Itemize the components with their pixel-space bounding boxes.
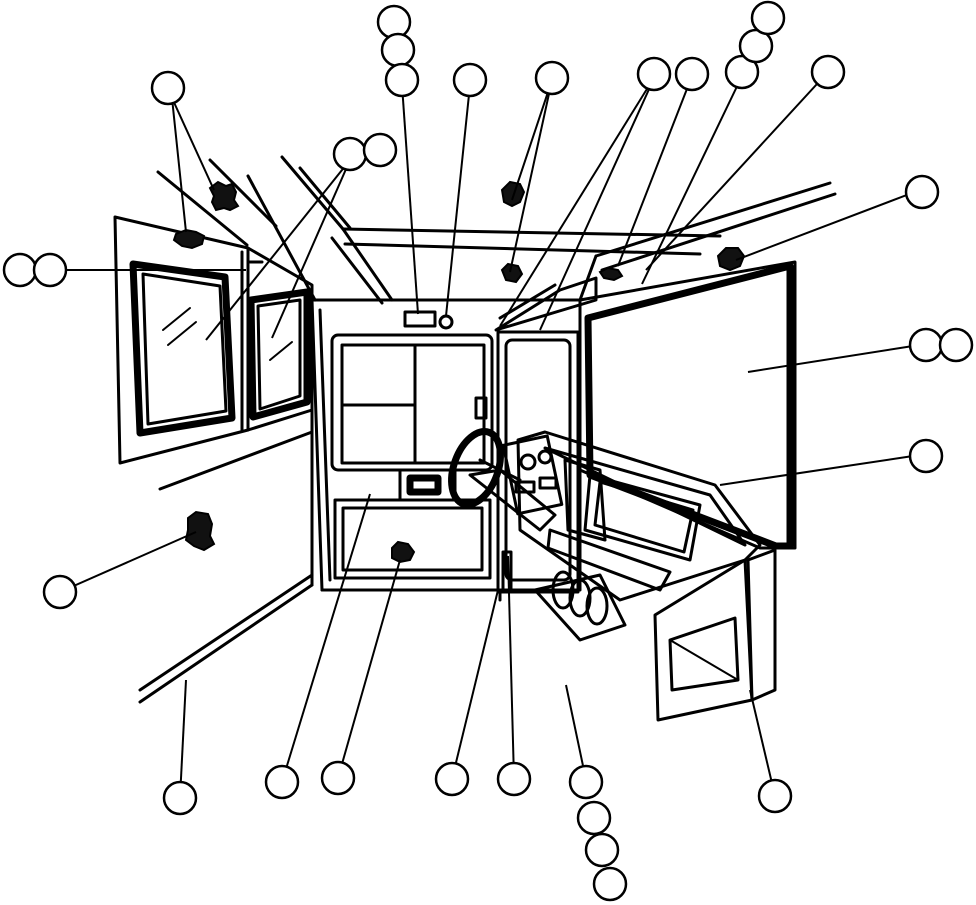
blob-mark — [391, 540, 416, 564]
callout-circle — [592, 866, 628, 902]
dashboard — [501, 430, 777, 722]
steering-wheel — [448, 428, 557, 532]
callout-circle — [32, 252, 68, 288]
callout-circle — [376, 4, 412, 40]
blob-mark — [208, 180, 240, 212]
callout-circle — [576, 800, 612, 836]
cab-ceiling — [156, 155, 837, 305]
callout-circle — [332, 136, 368, 172]
callout-circle — [320, 760, 356, 796]
callout-circle — [938, 327, 974, 363]
callout-circle — [380, 32, 416, 68]
blob-mark — [184, 510, 216, 552]
callout-circle — [452, 62, 488, 98]
callout-circle — [162, 780, 198, 816]
cab-floor — [320, 550, 513, 602]
blob-mark — [598, 266, 624, 282]
callout-circle — [534, 60, 570, 96]
callout-circle — [150, 70, 186, 106]
callout-circle — [496, 761, 532, 797]
callout-circle — [568, 764, 604, 800]
callout-circle — [757, 778, 793, 814]
callout-circle — [908, 438, 944, 474]
callout-circle — [750, 0, 786, 36]
callout-circle — [42, 574, 78, 610]
callout-circle — [636, 56, 672, 92]
callout-circle — [674, 56, 710, 92]
blob-mark — [716, 247, 746, 272]
callout-circle — [384, 62, 420, 98]
callout-circle — [362, 132, 398, 168]
callout-circle — [434, 761, 470, 797]
callout-circle — [584, 832, 620, 868]
callout-circle — [2, 252, 38, 288]
blob-mark — [500, 262, 524, 284]
rear-wall — [310, 298, 582, 594]
pedals — [533, 570, 627, 642]
left-wall — [113, 215, 314, 704]
callout-circle — [810, 54, 846, 90]
callout-circle — [908, 327, 944, 363]
callout-circle — [264, 764, 300, 800]
callout-circle — [904, 174, 940, 210]
blob-mark — [172, 228, 206, 250]
